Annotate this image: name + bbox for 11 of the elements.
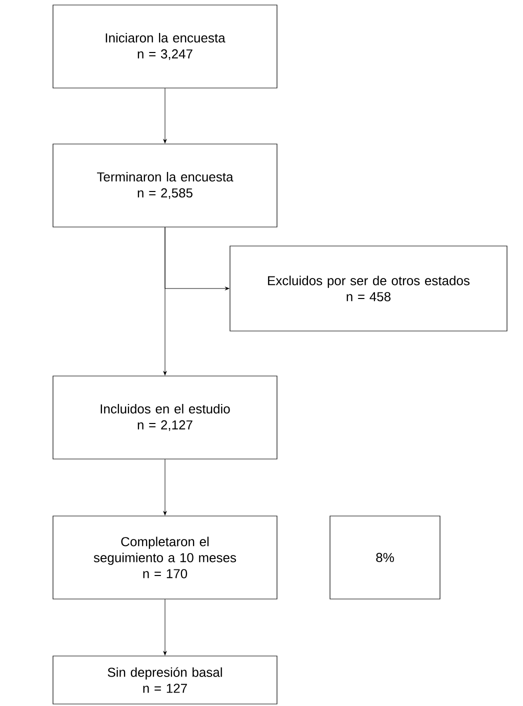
arrow (163, 459, 167, 516)
flow-box: Completaron el seguimiento a 10 meses n = 170 (52, 516, 278, 600)
flow-box: Terminaron la encuesta n = 2,585 (52, 144, 278, 228)
flow-box: 8% (330, 516, 440, 600)
flow-box: Incluidos en el estudio n = 2,127 (52, 376, 278, 460)
flow-box: Excluidos por ser de otros estados n = 458 (230, 246, 508, 332)
flow-box: Sin depresión basal n = 127 (52, 656, 278, 704)
flow-box: Iniciaron la encuesta n = 3,247 (52, 4, 278, 88)
arrow (164, 227, 230, 290)
arrow (163, 599, 167, 656)
arrow (163, 88, 167, 144)
